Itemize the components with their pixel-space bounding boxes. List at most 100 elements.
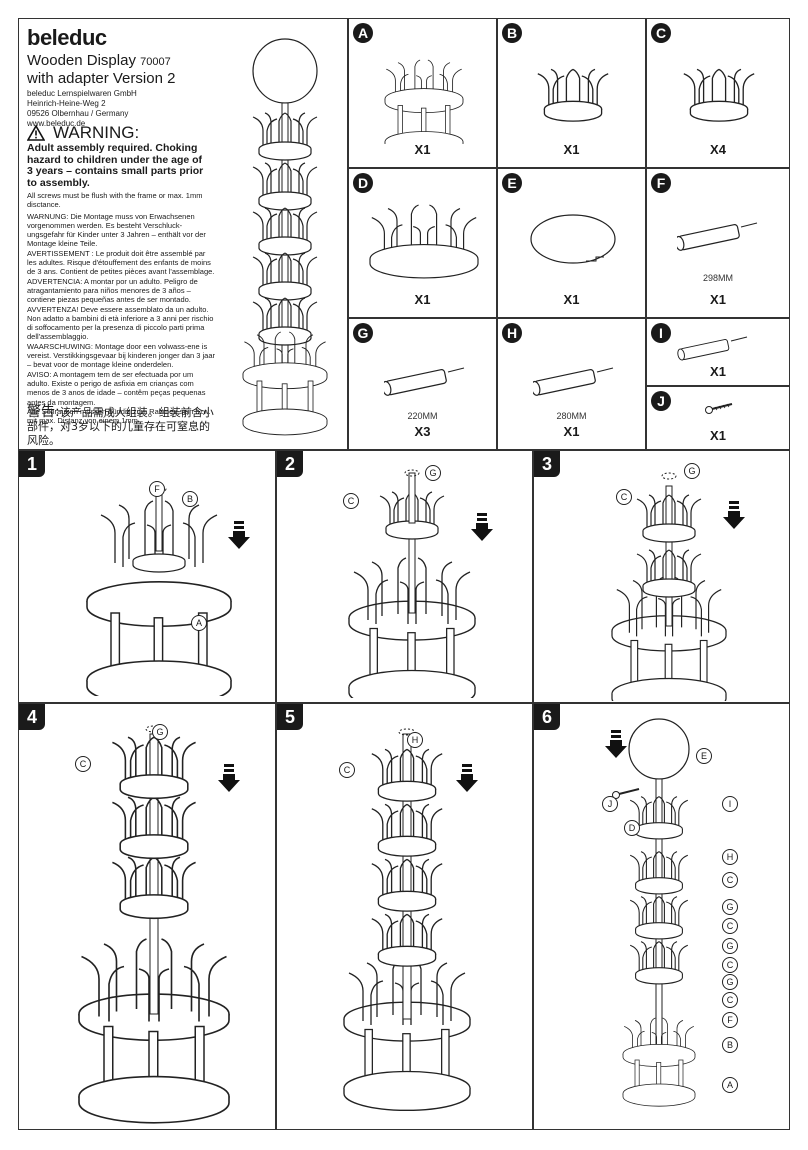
callout-g: G [425,465,441,481]
part-label-i: I [651,323,671,343]
part-card-a: A X1 [348,18,497,168]
part-label-g: G [353,323,373,343]
step-2-illustration [307,469,493,698]
part-label-b: B [502,23,522,43]
warning-line: WAARSCHUWING: Montage door een volwass-e… [27,341,216,370]
callout-h: H [407,732,423,748]
part-g-illustration [384,367,465,397]
product-name: Wooden Display [27,52,136,69]
part-quantity: X1 [710,428,726,443]
part-dimension: 220MM [407,411,438,421]
screw-icon [705,403,733,414]
warning-line: AVVERTENZA! Deve essere assemblato da un… [27,304,214,342]
warning-heading: WARNING: [27,123,139,143]
step-1-panel: 1 F B A [18,450,276,703]
part-card-g: G 220MM X3 [348,318,497,450]
address-line: Heinrich-Heine-Weg 2 [27,99,106,108]
callout-d: D [624,820,640,836]
part-card-b: B X1 [497,18,646,168]
product-subtitle: with adapter Version 2 [27,70,176,87]
warning-line: All screws must be flush with the frame … [27,191,203,210]
part-label-e: E [502,173,522,193]
address-line: www.beleduc.de [27,119,86,128]
callout-a: A [722,1077,738,1093]
step-3-panel: 3 G C [533,450,790,703]
warning-line: Alle Schrauben müssen bündig zum Rahmen … [27,406,211,426]
step-1-illustration [59,485,250,696]
product-title: Wooden Display 70007 [27,52,171,71]
callout-b: B [182,491,198,507]
part-a-illustration [369,59,479,144]
callout-g: G [722,938,738,954]
callout-i: I [722,796,738,812]
warning-cn-label: 警告: [27,404,60,420]
part-card-i: I X1 [646,318,790,386]
part-card-c: C X4 [646,18,790,168]
warning-line: AVISO: A montagem tem de ser efectuada p… [27,369,206,407]
callout-c: C [339,762,355,778]
product-overview-illustration [215,38,345,449]
address-line: beleduc Lernspielwaren GmbH [27,89,137,98]
callout-b: B [722,1037,738,1053]
warning-line: ADVERTENCIA: A montar por un adulto. Pel… [27,276,198,305]
part-card-h: H 280MM X1 [497,318,646,450]
step-6-illustration [594,718,724,1124]
step-5-illustration [302,728,478,1124]
part-f-illustration [677,222,758,252]
address-block: beleduc Lernspielwaren GmbH Heinrich-Hei… [27,89,137,129]
callout-g: G [152,724,168,740]
part-quantity: X1 [414,142,431,157]
part-quantity: X1 [563,424,580,439]
part-dimension: 298MM [702,273,733,283]
step-number: 3 [534,451,560,477]
part-label-d: D [353,173,373,193]
callout-g: G [684,463,700,479]
part-quantity: X1 [414,292,431,307]
part-i-illustration [677,336,748,362]
warning-multilingual: All screws must be flush with the frame … [27,191,217,425]
step-3-illustration [569,472,745,701]
callout-c: C [343,493,359,509]
part-quantity: X1 [563,142,580,157]
part-quantity: X4 [710,142,726,157]
callout-e: E [696,748,712,764]
callout-f: F [722,1012,738,1028]
part-label-j: J [651,391,671,411]
step-number: 2 [277,451,303,477]
warning-bold-text: Adult assembly required. Choking hazard … [27,142,204,189]
step-number: 4 [19,704,45,730]
part-label-c: C [651,23,671,43]
part-d-illustration [369,204,479,279]
warning-triangle-icon [27,125,45,141]
part-dimension: 280MM [556,411,587,421]
part-label-f: F [651,173,671,193]
step-4-panel: 4 G C [18,703,276,1130]
part-quantity: X3 [414,424,431,439]
callout-h: H [722,849,738,865]
warning-line: AVERTISSEMENT : Le produit doit être ass… [27,248,215,277]
part-label-h: H [502,323,522,343]
part-e-illustration [530,214,616,264]
callout-c: C [75,756,91,772]
part-h-illustration [533,367,614,397]
step-number: 5 [277,704,303,730]
part-quantity: X1 [710,364,726,379]
brand-logo: beleduc [27,25,107,50]
part-quantity: X1 [563,292,580,307]
callout-g: G [722,974,738,990]
warning-title: WARNING: [53,123,140,142]
step-2-panel: 2 G C [276,450,533,703]
screw-icon [612,788,640,799]
step-6-down-arrow-icon [605,730,627,758]
step-number: 1 [19,451,45,477]
product-code: 70007 [140,56,171,68]
callout-f: F [149,481,165,497]
step-number: 6 [534,704,560,730]
part-card-j: J X1 [646,386,790,450]
part-label-a: A [353,23,373,43]
step-4-illustration [44,725,240,1124]
step-5-panel: 5 H C [276,703,533,1130]
header-panel: beleduc Wooden Display 70007 with adapte… [18,18,348,450]
part-b-illustration [537,68,609,122]
callout-c: C [722,918,738,934]
